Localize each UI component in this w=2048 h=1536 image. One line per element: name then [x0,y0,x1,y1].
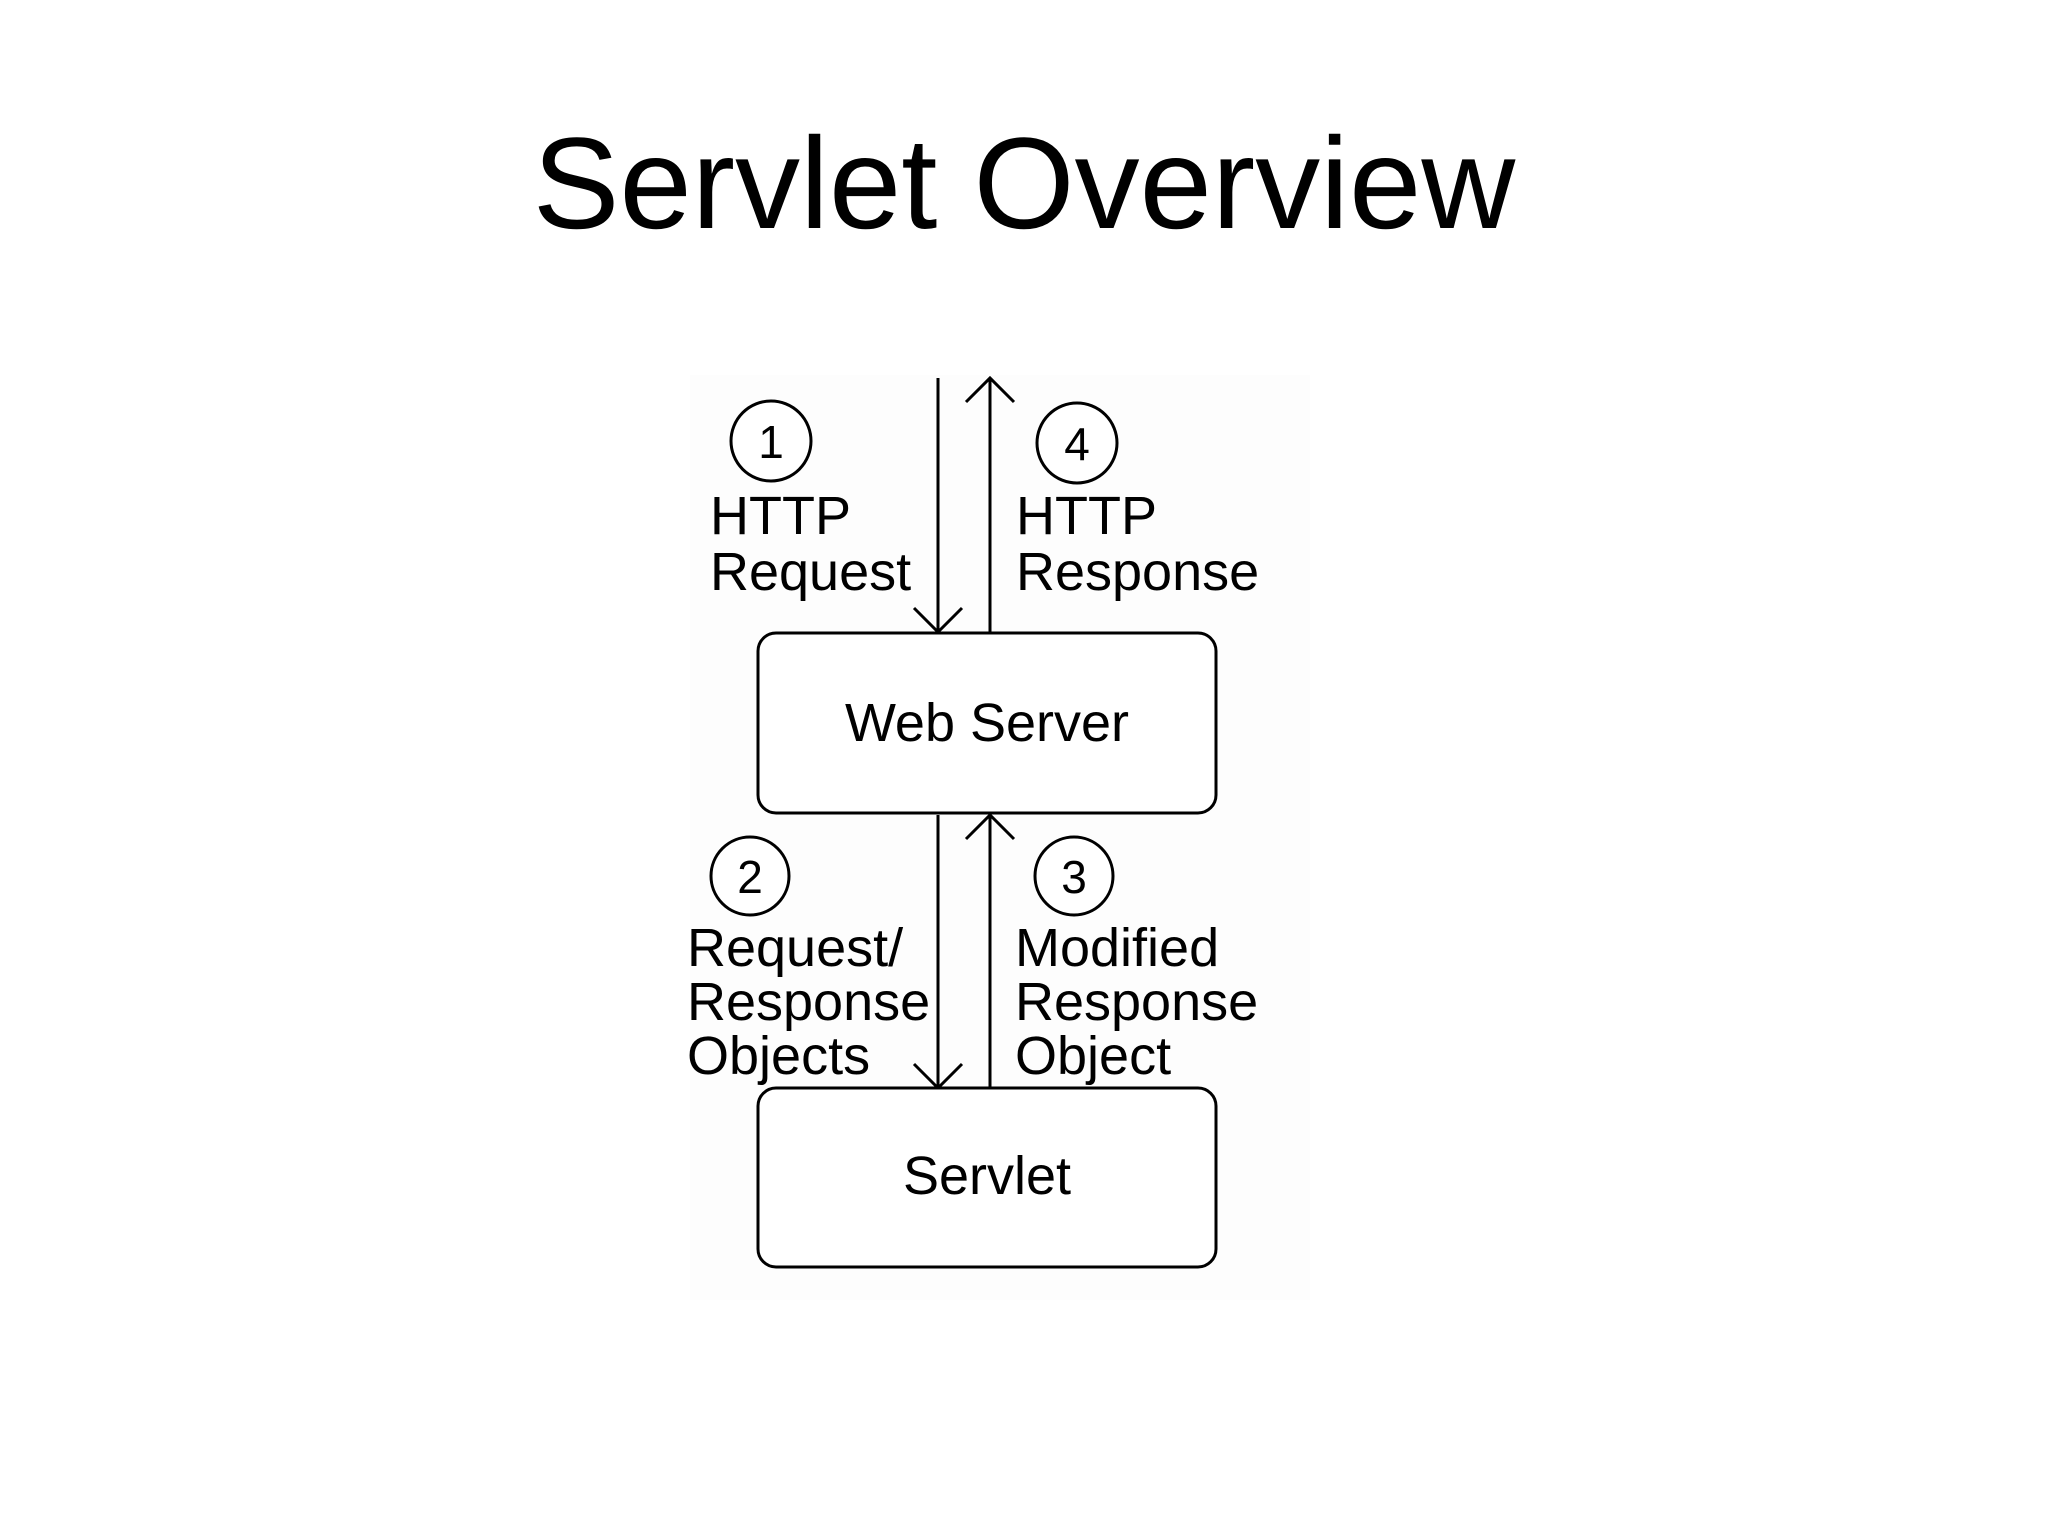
servlet-box-outline [756,1086,1218,1269]
step-1-label-line: HTTP [710,486,851,546]
step-1: 1 HTTP Request [710,399,911,602]
step-1-circle [729,399,813,483]
servlet-box-label: Servlet [903,1146,1071,1206]
step-4: 4 HTTP Response [1016,401,1259,602]
step-3-label-line: Response [1015,972,1258,1032]
step-2-label-line: Response [687,972,930,1032]
step-2: 2 Request/ Response Objects [687,835,930,1086]
step-4-label-line: HTTP [1016,486,1157,546]
arrowhead-up-icon [964,375,1016,404]
step-4-circle [1035,401,1119,485]
step-3-number: 3 [1061,851,1087,903]
step-3-label-line: Modified [1015,918,1219,978]
page-title: Servlet Overview [532,110,1516,256]
step-3-label-line: Object [1015,1026,1171,1086]
arrow-http-response [964,375,1016,633]
web-server-box-label: Web Server [845,693,1129,753]
step-2-label-line: Objects [687,1026,870,1086]
step-2-circle [709,835,791,917]
step-4-label-line: Response [1016,542,1259,602]
web-server-box-outline [756,631,1218,815]
step-3-circle [1033,835,1115,917]
step-4-number: 4 [1064,418,1090,470]
servlet-box: Servlet [756,1086,1218,1269]
step-1-label-line: Request [710,542,911,602]
step-1-number: 1 [758,416,784,468]
arrow-modified-response-object [964,812,1016,1088]
step-2-number: 2 [737,851,763,903]
web-server-box: Web Server [756,631,1218,815]
step-2-label-line: Request/ [687,918,903,978]
step-3: 3 Modified Response Object [1015,835,1258,1086]
arrowhead-up-icon [964,812,1016,841]
